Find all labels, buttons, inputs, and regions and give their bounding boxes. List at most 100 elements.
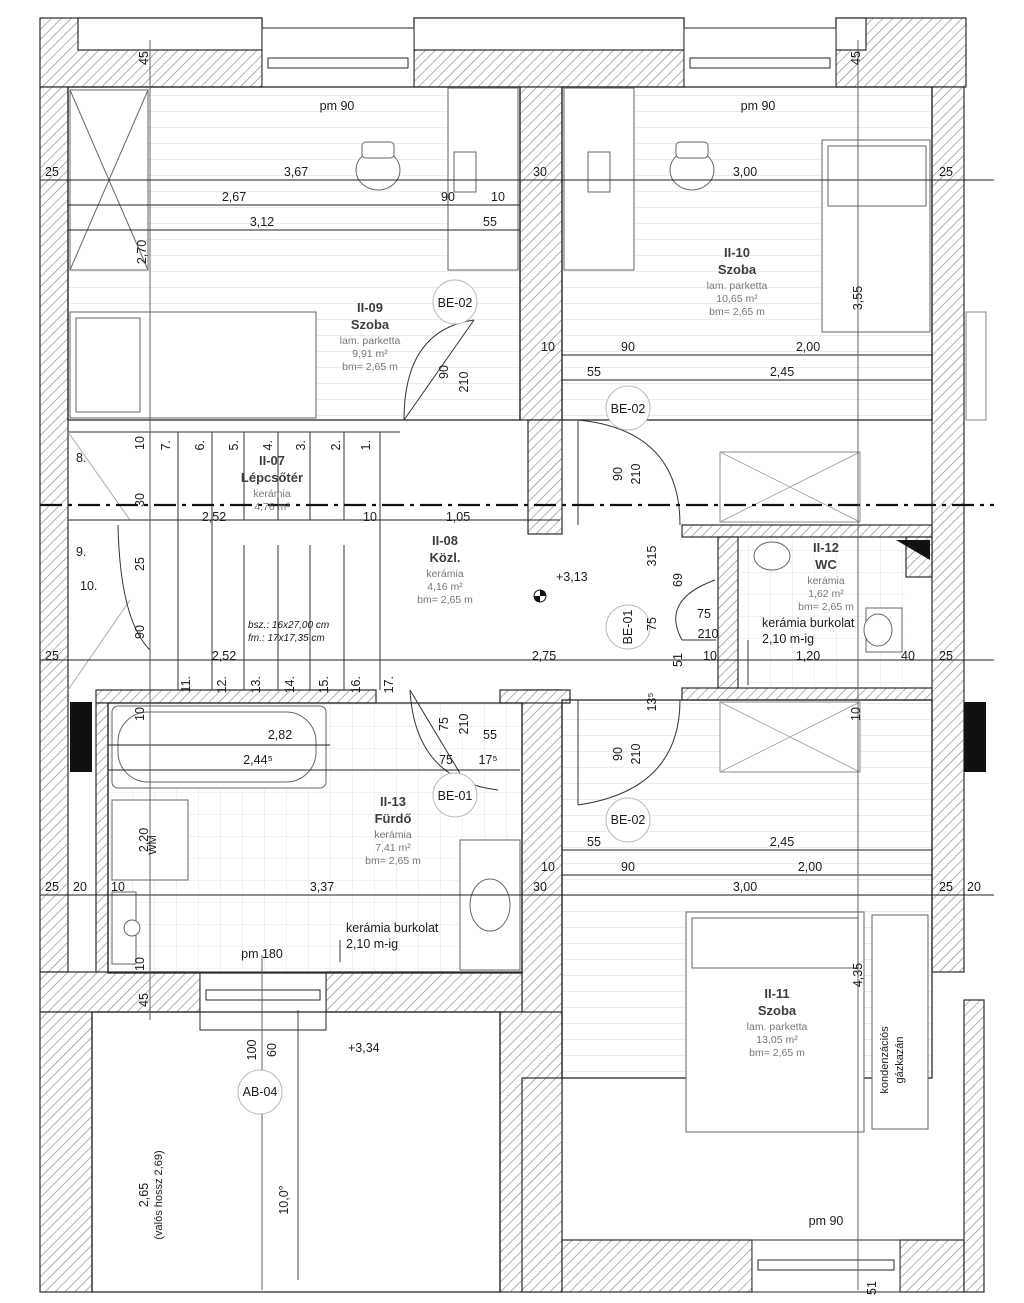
wc-tiling-note: 2,10 m-ig [762,632,814,646]
stair-step-number: 1. [359,440,373,450]
dimension-label: 3,67 [284,165,308,179]
room-outlines [67,86,933,1293]
dimension-label: 25 [939,649,953,663]
bath-tiling-note: 2,10 m-ig [346,937,398,951]
door-tag-bubbles [237,279,651,1115]
cut-ref: 2,75 [532,649,556,663]
dimension-label: 25 [45,649,59,663]
dimension-label: 2,20 [137,828,151,852]
dimension-label: 45 [137,51,151,65]
dimension-label: 10 [111,880,125,894]
room-height-dim: 4,35 [851,963,865,987]
dimension-label: 75 [439,753,453,767]
room-floor: kerámia [374,829,412,841]
dimension-label: 17⁵ [478,753,497,767]
stair-step-number: 5. [227,440,241,450]
level-label: +3,13 [556,570,588,584]
door-tag: AB-04 [243,1085,278,1099]
dimension-label: 40 [901,649,915,663]
dimension-label: 90 [611,467,625,481]
dimension-label: 10 [133,707,147,721]
dimension-label: 25 [133,557,147,571]
boiler-label: kondenzációs [879,1026,891,1094]
dimension-label: 2,52 [202,510,226,524]
dimension-label: 3,37 [310,880,334,894]
room-name: Fürdő [375,811,412,826]
dimension-lines [40,40,994,1290]
dimension-label: 10 [133,436,147,450]
stair-step-number: 2. [329,440,343,450]
dimension-label: 2,67 [222,190,246,204]
roof-length-real: (valós hossz 2,69) [153,1150,165,1239]
dimension-label: 75 [437,717,451,731]
dimension-label: 1,05 [446,510,470,524]
room-name: Szoba [351,317,390,332]
window-label: pm 90 [320,99,355,113]
dimension-label: 2,45 [770,365,794,379]
stair-step-number: 10. [80,579,97,593]
stair-step-number: 8. [76,451,86,465]
windows [199,27,901,1293]
room-height: bm= 2,65 m [342,361,398,373]
room-name: Lépcsőtér [241,470,303,485]
room-area: 7,41 m² [375,842,411,854]
room-code: II-13 [380,794,406,809]
dimension-label: 25 [45,165,59,179]
dimension-label: 2,44⁵ [243,753,273,767]
dimension-label: 20 [73,880,87,894]
room-floor: lam. parketta [747,1021,808,1033]
dimension-label: 90 [611,747,625,761]
window-label: pm 90 [741,99,776,113]
stair-step-number: 4. [261,440,275,450]
dimension-label: 55 [587,835,601,849]
door-tag: BE-02 [611,402,646,416]
dimension-label: 75 [645,617,659,631]
dimension-label: 210 [629,744,643,765]
dimension-label: 2,45 [770,835,794,849]
wc-tiling-note: kerámia burkolat [762,616,855,630]
room-area: 1,62 m² [808,588,844,600]
dimension-label: 3,00 [733,880,757,894]
stair-step-number: 12. [215,676,229,693]
dimension-label: 2,00 [796,340,820,354]
dimension-label: 45 [137,993,151,1007]
door-tag: BE-02 [438,296,473,310]
stair-step-number: 13. [249,676,263,693]
room-floor: kerámia [807,575,845,587]
dimension-label: 60 [265,1043,279,1057]
stair-step-number: 17. [382,676,396,693]
dimension-label: 51 [865,1281,879,1295]
room-code: II-10 [724,245,750,260]
room-name: Közl. [429,550,460,565]
stair-step-number: 15. [317,676,331,693]
dimension-label: 1,20 [796,649,820,663]
dimension-label: 90 [621,340,635,354]
level-label: +3,34 [348,1041,380,1055]
room-floor: lam. parketta [707,280,768,292]
room-area: 4,76 m² [254,501,290,513]
room-area: 13,05 m² [756,1034,798,1046]
dimension-label: 2,00 [798,860,822,874]
dimension-label: 75 [697,607,711,621]
room-height: bm= 2,65 m [417,594,473,606]
stair-step-number: 7. [159,440,173,450]
dimension-label: 25 [939,165,953,179]
stair-step-number: 6. [193,440,207,450]
room-code: II-11 [764,986,789,1001]
room-name: Szoba [718,262,757,277]
dimension-label: 10 [491,190,505,204]
dimension-label: 51 [671,653,685,667]
dimension-label: 2,70 [135,240,149,264]
dimension-label: 30 [533,880,547,894]
dimension-label: 210 [457,372,471,393]
dimension-label: 55 [587,365,601,379]
room-height: bm= 2,65 m [709,306,765,318]
room-area: 9,91 m² [352,348,388,360]
room-code: II-09 [357,300,383,315]
dimension-label: 315 [645,546,659,567]
stair-step-number: 3. [294,440,308,450]
room-code: II-07 [259,453,285,468]
room-floor: lam. parketta [340,335,401,347]
door-tag: BE-01 [621,610,635,645]
room-height-dim: 3,55 [851,286,865,310]
